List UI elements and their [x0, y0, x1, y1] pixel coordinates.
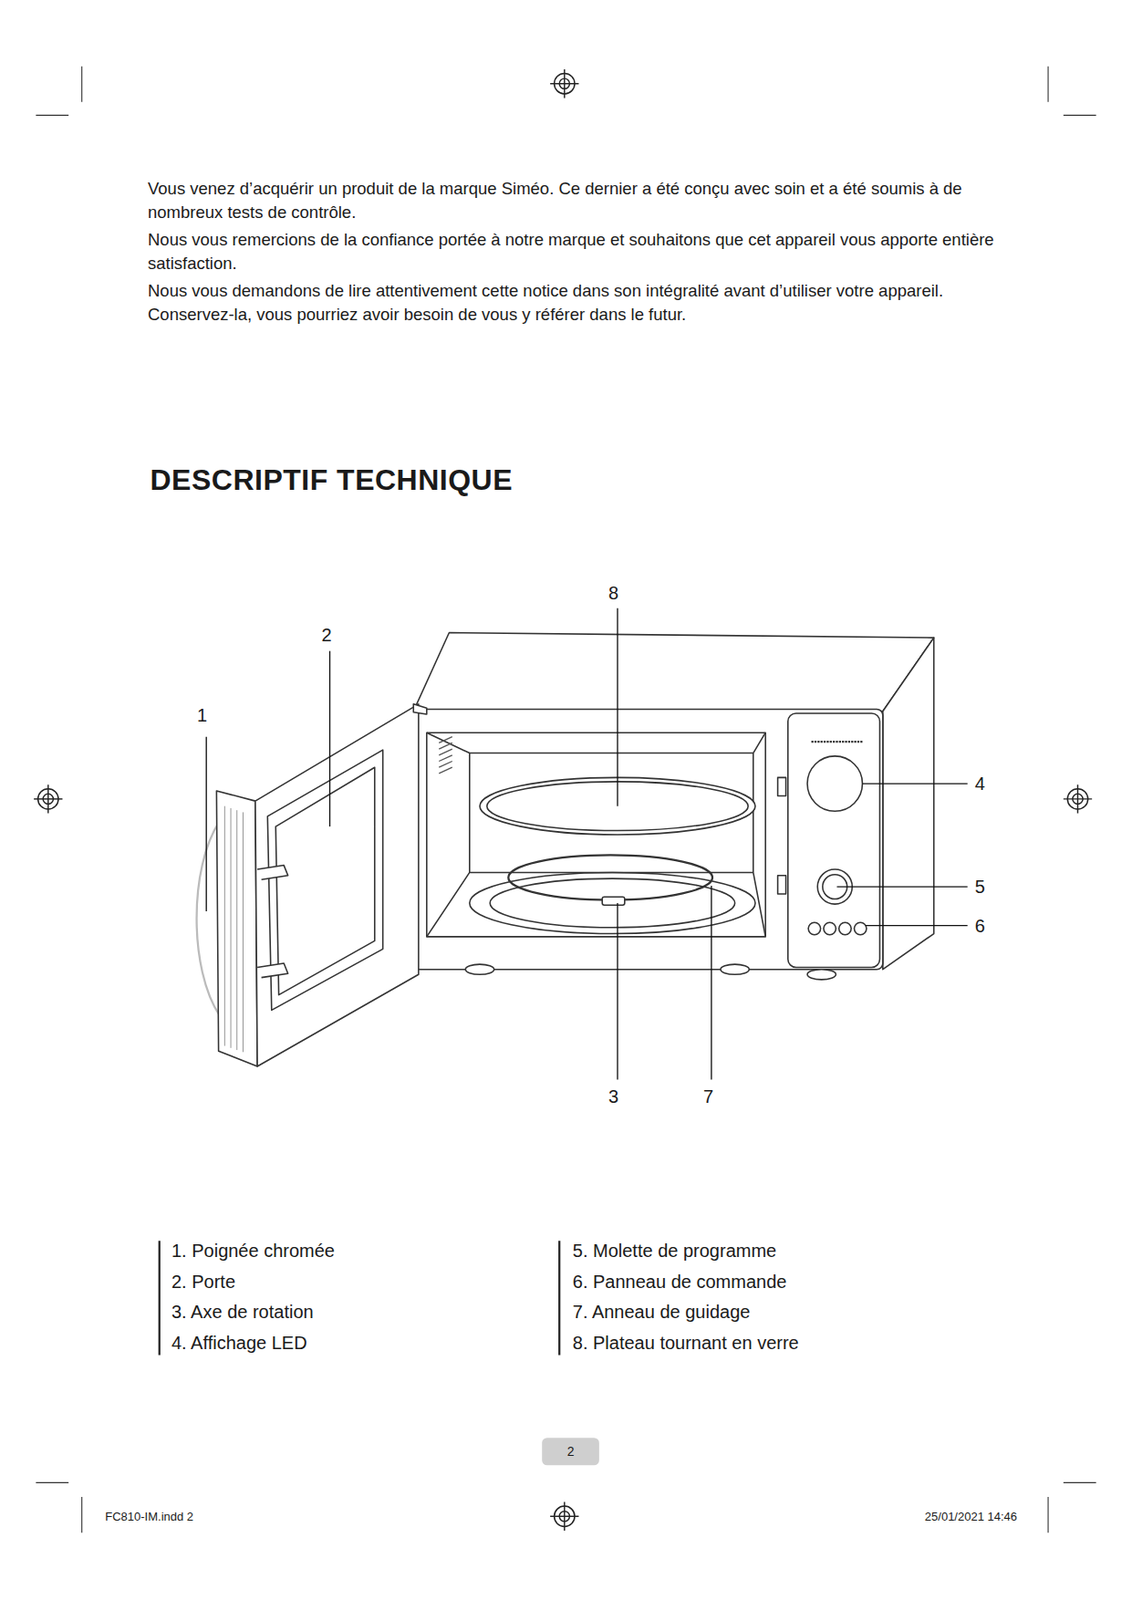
part-list-item: 6. Panneau de commande	[572, 1269, 788, 1294]
part-list-item: 1. Poignée chromée	[171, 1238, 335, 1263]
part-list-item: 5. Molette de programme	[572, 1238, 777, 1263]
callout-number: 6	[975, 913, 986, 938]
callout-number: 8	[608, 581, 619, 605]
intro-paragraph: Nous vous remercions de la confiance por…	[147, 228, 1010, 276]
intro-paragraph: Nous vous demandons de lire attentivemen…	[147, 279, 1010, 327]
part-list-item: 2. Porte	[171, 1269, 236, 1294]
print-slug: 25/01/2021 14:46	[924, 1509, 1018, 1526]
intro-text: Vous venez d’acquérir un produit de la m…	[147, 176, 1010, 331]
part-list-item: 8. Plateau tournant en verre	[572, 1330, 800, 1355]
section-title: DESCRIPTIF TECHNIQUE	[149, 461, 513, 500]
callout-number: 2	[321, 623, 333, 647]
page-number: 2	[567, 1443, 575, 1460]
callout-number: 4	[975, 771, 986, 796]
intro-paragraph: Vous venez d’acquérir un produit de la m…	[147, 176, 1010, 225]
callout-number: 3	[608, 1084, 619, 1109]
callout-number: 5	[975, 874, 986, 899]
part-list-item: 3. Axe de rotation	[171, 1299, 314, 1324]
part-list-item: 7. Anneau de guidage	[572, 1299, 751, 1324]
callout-number: 7	[703, 1084, 714, 1109]
print-slug: FC810-IM.indd 2	[104, 1509, 194, 1526]
part-list-item: 4. Affichage LED	[171, 1330, 308, 1355]
callout-number: 1	[197, 703, 208, 727]
